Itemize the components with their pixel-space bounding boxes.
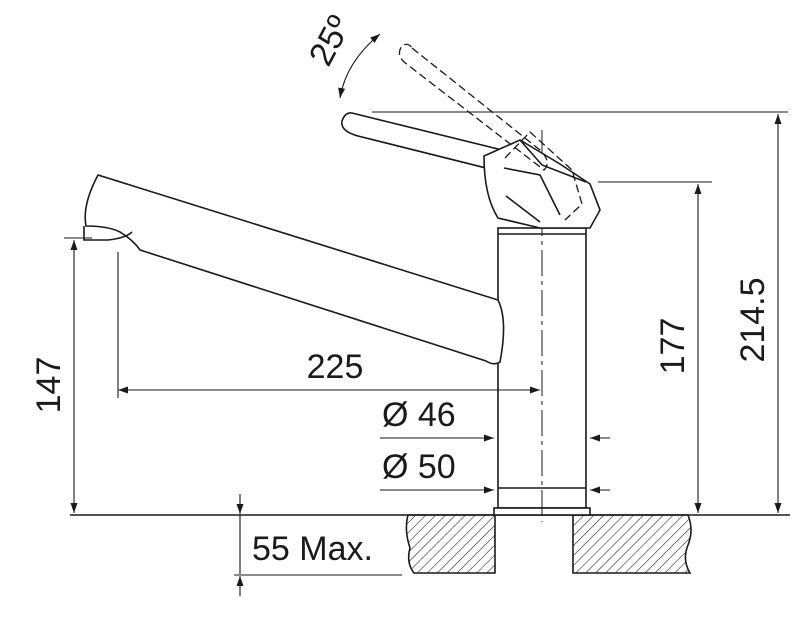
label-total-height: 214.5 bbox=[734, 277, 772, 362]
dim-arc-lever-angle bbox=[338, 33, 381, 99]
worktop-section-left bbox=[405, 514, 496, 574]
dimension-labels: 25º 225 147 177 214.5 Ø 46 Ø 50 55 Max. bbox=[30, 10, 772, 568]
label-spout-reach: 225 bbox=[307, 348, 364, 386]
lever-hub bbox=[483, 139, 601, 229]
dimension-lines bbox=[64, 33, 788, 596]
label-outlet-height: 147 bbox=[30, 357, 68, 414]
lever-handle-raised bbox=[398, 43, 583, 221]
label-body-height: 177 bbox=[654, 318, 692, 375]
faucet-spout bbox=[83, 174, 505, 365]
faucet-body bbox=[493, 130, 591, 522]
spout-outlet bbox=[83, 226, 133, 241]
spout-arm bbox=[84, 174, 505, 365]
lever-raised-grip bbox=[398, 43, 548, 171]
worktop-section-right bbox=[572, 514, 692, 574]
lever-hub-detail bbox=[503, 139, 587, 223]
lever-raised-hub bbox=[504, 131, 583, 221]
lever-handle bbox=[341, 112, 601, 229]
label-outer-diameter: Ø 50 bbox=[382, 448, 456, 486]
worktop bbox=[70, 514, 790, 574]
label-inner-diameter: Ø 46 bbox=[382, 396, 456, 434]
label-lever-angle: 25º bbox=[302, 10, 359, 72]
label-counter-thickness: 55 Max. bbox=[252, 530, 373, 568]
